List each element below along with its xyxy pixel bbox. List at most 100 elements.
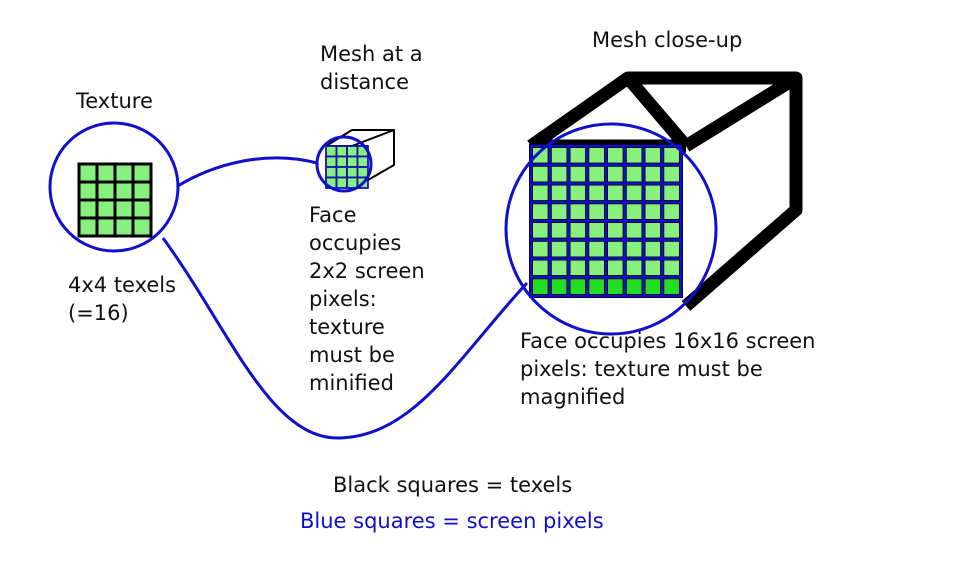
texel	[566, 144, 590, 167]
texel	[604, 256, 627, 280]
texel	[335, 155, 348, 168]
texel	[641, 237, 665, 261]
texel	[547, 275, 571, 298]
texel	[585, 144, 608, 167]
texel	[95, 162, 117, 184]
texel	[346, 155, 359, 168]
texel	[585, 181, 608, 205]
texel	[660, 181, 683, 205]
distance-mesh-group	[315, 129, 395, 193]
texel	[622, 162, 646, 186]
texel	[356, 155, 369, 168]
texel	[95, 180, 117, 202]
texel	[585, 162, 608, 186]
closeup-cube-outline	[527, 71, 803, 311]
texel	[529, 219, 552, 242]
pixel-grid-border	[529, 144, 683, 298]
connector-texture-to-distance	[175, 156, 318, 189]
closeup-mesh-group	[504, 71, 803, 336]
texel	[660, 200, 683, 223]
texel	[335, 145, 348, 158]
distance-face-grid	[325, 145, 369, 189]
texel	[622, 237, 646, 261]
texel	[566, 200, 590, 223]
texel	[131, 216, 153, 238]
texel	[325, 145, 338, 158]
texel	[604, 237, 627, 261]
closeup-magnifier-circle	[504, 122, 718, 336]
texel	[604, 181, 627, 205]
texel	[641, 181, 665, 205]
texel	[325, 166, 338, 179]
texel	[566, 256, 590, 280]
texel	[547, 219, 571, 242]
texel	[660, 162, 683, 186]
texel	[660, 256, 683, 280]
texel	[604, 162, 627, 186]
texel	[566, 237, 590, 261]
texel	[529, 275, 552, 298]
texel	[585, 275, 608, 298]
texel	[622, 275, 646, 298]
texel	[604, 200, 627, 223]
texture-group	[48, 121, 180, 253]
texel	[622, 200, 646, 223]
closeup-face-grid	[529, 144, 683, 298]
distance-title: Mesh at a distance	[320, 42, 423, 94]
legend-black: Black squares = texels	[333, 473, 573, 497]
texel	[585, 256, 608, 280]
texel	[604, 219, 627, 242]
texel	[604, 144, 627, 167]
texel	[346, 176, 359, 189]
texel	[547, 256, 571, 280]
texel	[113, 180, 135, 202]
texture-texel-grid	[77, 162, 153, 238]
texel	[77, 198, 99, 220]
texel	[604, 275, 627, 298]
texel	[547, 237, 571, 261]
distance-caption: Face occupies 2x2 screen pixels: texture…	[309, 203, 425, 395]
texel	[95, 216, 117, 238]
texture-caption: 4x4 texels (=16)	[68, 273, 177, 325]
texel	[529, 162, 552, 186]
texel	[346, 145, 359, 158]
texel	[547, 181, 571, 205]
texel	[641, 256, 665, 280]
texel	[77, 162, 99, 184]
texel	[529, 256, 552, 280]
pixel-grid-border	[325, 145, 369, 189]
texel	[641, 275, 665, 298]
texel	[131, 198, 153, 220]
closeup-title: Mesh close-up	[592, 28, 743, 52]
texel	[585, 219, 608, 242]
texel	[529, 144, 552, 167]
texel	[529, 237, 552, 261]
distance-magnifier-circle	[315, 135, 373, 193]
texel	[356, 166, 369, 179]
texel	[77, 180, 99, 202]
texel	[585, 237, 608, 261]
texel	[335, 166, 348, 179]
texel	[335, 176, 348, 189]
texel	[566, 181, 590, 205]
texel	[95, 198, 117, 220]
texel	[131, 162, 153, 184]
texel	[529, 200, 552, 223]
texture-title: Texture	[76, 89, 153, 113]
texel	[660, 219, 683, 242]
texel	[77, 216, 99, 238]
texel	[131, 180, 153, 202]
texel	[660, 237, 683, 261]
texel	[113, 198, 135, 220]
texel	[346, 166, 359, 179]
texel	[585, 200, 608, 223]
texel	[641, 162, 665, 186]
texel	[547, 162, 571, 186]
texel	[547, 144, 571, 167]
texel	[529, 181, 552, 205]
texel	[641, 144, 665, 167]
texel	[547, 200, 571, 223]
texel	[325, 155, 338, 168]
texel	[622, 181, 646, 205]
